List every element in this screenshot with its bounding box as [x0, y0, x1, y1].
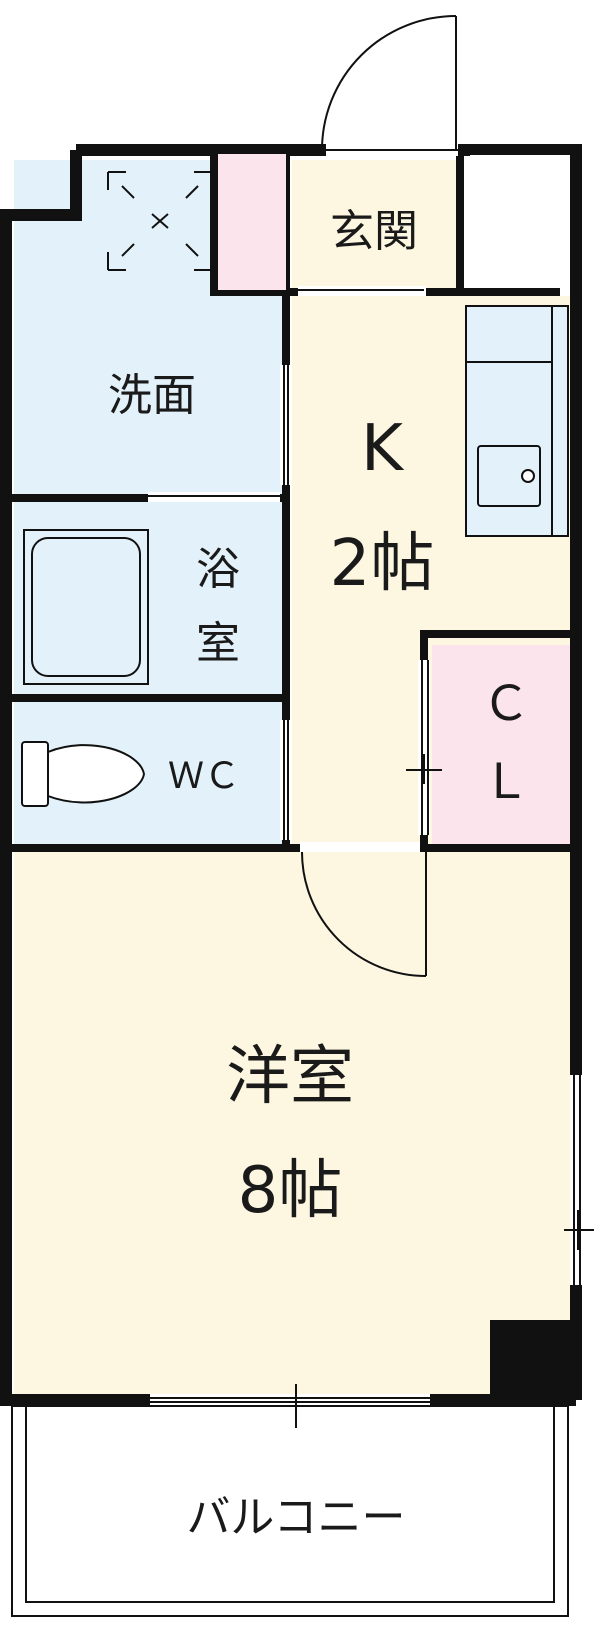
closet-label-line1: Ｃ [482, 676, 530, 732]
bath-floor [14, 500, 288, 695]
entrance-pink-divider [218, 154, 288, 290]
corner-column [490, 1320, 574, 1396]
kitchen-size-label: 2帖 [330, 527, 435, 601]
bath-label-line2: 室 [196, 618, 240, 669]
bathtub-icon [23, 529, 149, 685]
wc-label: ＷＣ [168, 756, 240, 797]
balcony-outline [11, 1405, 569, 1617]
kitchen-counter-icon [465, 305, 569, 537]
washroom-label: 洗面 [108, 370, 196, 421]
entrance-label: 玄関 [330, 206, 418, 257]
ventilation-fan-icon [107, 171, 213, 271]
closet-to-entrance-gap [470, 155, 570, 285]
western-room-name-label: 洋室 [226, 1040, 354, 1114]
balcony-label: バルコニー [186, 1492, 405, 1543]
kitchen-name-label: K [361, 412, 405, 486]
entrance-floor [292, 160, 460, 292]
closet-floor [432, 645, 572, 845]
bath-label-line1: 浴 [196, 544, 240, 595]
plus-markers [295, 754, 594, 1428]
western-room-floor [14, 852, 574, 1394]
western-room-size-label: 8帖 [238, 1154, 343, 1228]
toilet-icon [21, 741, 146, 807]
door-lines [148, 149, 581, 1403]
entrance-door [321, 15, 457, 151]
western-room-door [301, 851, 427, 977]
closet-label-line2: Ｌ [482, 754, 530, 810]
